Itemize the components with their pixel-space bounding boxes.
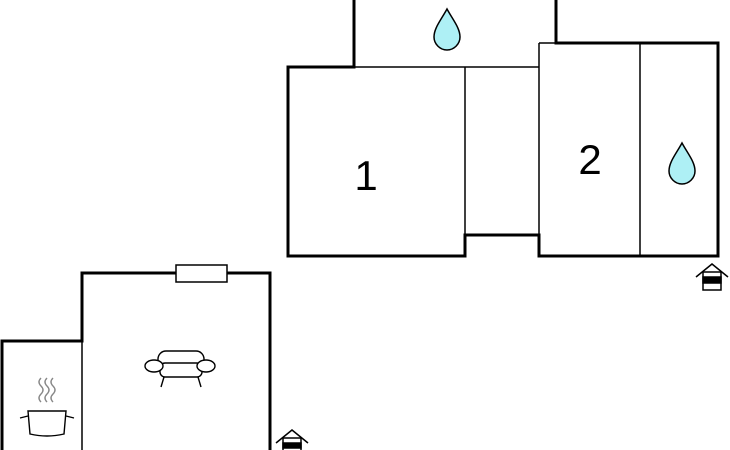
upper-outer-wall bbox=[286, 0, 720, 258]
water-drop-icon bbox=[433, 7, 461, 51]
cooking-pot-icon bbox=[19, 377, 75, 437]
room-2-label: 2 bbox=[578, 136, 601, 183]
lower-outer-wall bbox=[0, 271, 272, 450]
water-drop-icon bbox=[668, 141, 696, 185]
window-icon bbox=[175, 264, 228, 283]
lower-building bbox=[0, 271, 272, 450]
sofa-icon bbox=[144, 350, 216, 388]
house-entrance-icon bbox=[695, 263, 729, 291]
upper-building bbox=[286, 0, 720, 258]
house-entrance-icon bbox=[275, 429, 309, 450]
room-1-label: 1 bbox=[354, 152, 377, 199]
